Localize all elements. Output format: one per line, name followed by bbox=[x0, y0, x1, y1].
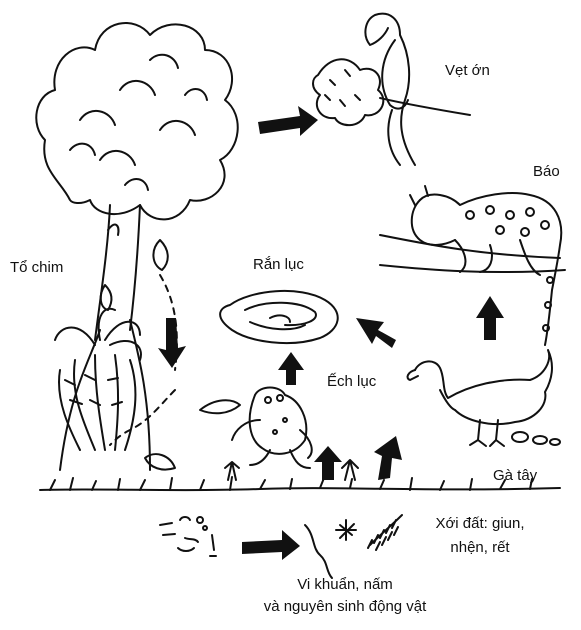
stones-icon bbox=[512, 432, 560, 445]
label-soil-line1: Xới đất: giun, bbox=[420, 515, 540, 533]
arrow-frog-to-snake bbox=[278, 352, 304, 385]
arrow-tree-to-parrot bbox=[258, 106, 318, 136]
label-microbes-line1: Vi khuẩn, nấm bbox=[240, 576, 450, 594]
arrow-soil-to-turkey bbox=[374, 436, 402, 480]
tree-icon bbox=[36, 23, 237, 470]
arrow-turkey-to-leopard bbox=[476, 296, 504, 340]
parrot-icon bbox=[313, 14, 470, 165]
arrow-turkey-to-snake bbox=[356, 318, 396, 348]
microbes-icon bbox=[160, 517, 216, 556]
frog-icon bbox=[232, 388, 312, 469]
label-microbes-line2: và nguyên sinh động vật bbox=[240, 598, 450, 616]
nest-plant-icon bbox=[55, 309, 141, 450]
label-snake: Rắn lục bbox=[253, 256, 304, 274]
leaf-icon bbox=[145, 400, 240, 469]
label-frog: Ếch lục bbox=[327, 373, 376, 391]
arrow-soil-to-frog bbox=[314, 446, 342, 480]
snake-icon bbox=[220, 291, 338, 343]
label-turkey: Gà tây bbox=[493, 467, 537, 485]
label-parrot: Vẹt ớn bbox=[445, 62, 490, 80]
worm-spider-centipede-icon bbox=[305, 515, 402, 578]
arrow-icon bbox=[158, 106, 504, 560]
arrow-microbes-to-soil bbox=[242, 530, 300, 560]
arrow-leaf-down bbox=[158, 318, 186, 368]
label-nest: Tổ chim bbox=[10, 259, 63, 277]
turkey-icon bbox=[408, 350, 552, 446]
label-soil-line2: nhện, rết bbox=[420, 539, 540, 557]
leopard-icon bbox=[380, 186, 565, 345]
label-leopard: Báo bbox=[533, 163, 560, 181]
